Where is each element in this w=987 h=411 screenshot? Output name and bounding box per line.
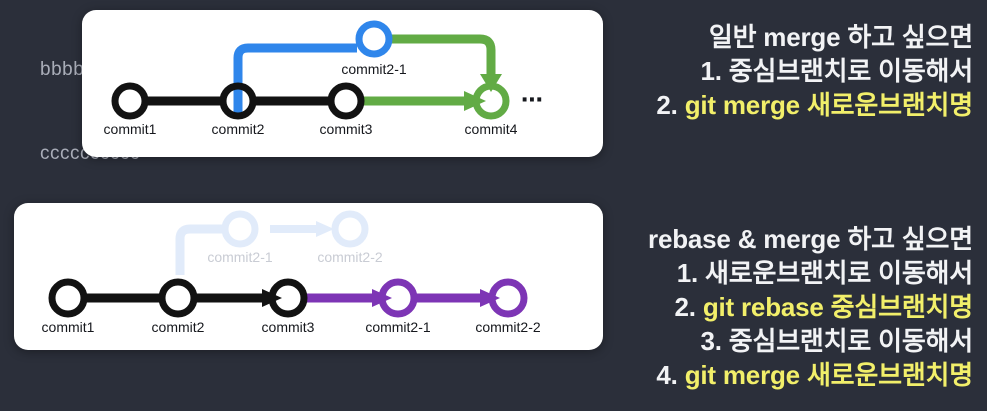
commit-node-commit3[interactable] — [327, 82, 365, 120]
commit-label-commit4: commit4 — [465, 121, 518, 137]
ghost-commit-node-commit2-1 — [221, 210, 259, 248]
commit-node-commit3[interactable] — [268, 278, 308, 318]
blue-branch-line — [233, 43, 357, 118]
rebase-instruction-step: 1. 새로운브랜치로 이동해서 — [648, 256, 973, 290]
commit-node-commit1[interactable] — [111, 82, 149, 120]
rebase-diagram-svg: commit2-1 commit2-2 commit1 commit2 comm… — [42, 210, 541, 335]
rebase-instructions-heading: rebase & merge 하고 싶으면 — [648, 224, 973, 254]
rebase-instruction-step: 2. git rebase 중심브랜치명 — [648, 290, 974, 324]
commit-node-commit4[interactable] — [472, 82, 510, 120]
merge-diagram-svg: commit2-1 commit1 commit2 commit3 commit… — [104, 20, 543, 137]
ghost-branch-arrowhead — [316, 221, 334, 237]
rebase-diagram-panel: commit2-1 commit2-2 commit1 commit2 comm… — [14, 203, 603, 350]
rebase-instruction-step: 3. 중심브랜치로 이동해서 — [648, 324, 973, 358]
step-command: git merge 새로운브랜치명 — [684, 360, 973, 390]
step-command: git merge 새로운브랜치명 — [684, 90, 973, 120]
commit-node-rebased-commit2-2[interactable] — [488, 278, 528, 318]
green-merge-line — [387, 34, 496, 74]
commit-label-commit2-1: commit2-1 — [341, 61, 407, 77]
commit-label-commit3: commit3 — [262, 319, 315, 335]
commit-label-commit2: commit2 — [152, 319, 205, 335]
ghost-commit-label-commit2-2: commit2-2 — [317, 249, 383, 265]
commit-label-commit2: commit2 — [212, 121, 265, 137]
step-number: 4. — [656, 360, 678, 390]
step-command: git rebase 중심브랜치명 — [702, 292, 973, 322]
step-number: 2. — [656, 90, 678, 120]
merge-instructions: 일반 merge 하고 싶으면 1. 중심브랜치로 이동해서 2. git me… — [656, 20, 973, 122]
commit-node-rebased-commit2-1[interactable] — [378, 278, 418, 318]
step-text: 새로운브랜치로 이동해서 — [698, 258, 973, 288]
step-text — [678, 360, 685, 390]
step-text: 중심브랜치로 이동해서 — [721, 326, 973, 356]
commit-label-rebased-commit2-1: commit2-1 — [365, 319, 431, 335]
step-number: 1. — [700, 56, 722, 86]
commit-node-commit2-1[interactable] — [355, 20, 393, 58]
ghost-commit-label-commit2-1: commit2-1 — [207, 249, 273, 265]
ellipsis-indicator: ⋯ — [521, 87, 543, 112]
step-text: 중심브랜치로 이동해서 — [721, 56, 973, 86]
step-text — [696, 292, 703, 322]
step-number: 2. — [674, 292, 696, 322]
step-number: 1. — [676, 258, 699, 288]
step-number: 3. — [700, 326, 722, 356]
commit-label-commit1: commit1 — [104, 121, 157, 137]
ghost-commit-node-commit2-2 — [331, 210, 369, 248]
rebase-instructions: rebase & merge 하고 싶으면 1. 새로운브랜치로 이동해서 2.… — [648, 222, 973, 392]
commit-node-commit2[interactable] — [219, 82, 257, 120]
merge-instruction-step: 1. 중심브랜치로 이동해서 — [656, 54, 973, 88]
rebase-instruction-step: 4. git merge 새로운브랜치명 — [648, 358, 973, 392]
commit-label-rebased-commit2-2: commit2-2 — [475, 319, 541, 335]
commit-label-commit1: commit1 — [42, 319, 95, 335]
ghost-branch-elbow — [175, 224, 224, 275]
step-text — [678, 90, 685, 120]
commit-label-commit3: commit3 — [320, 121, 373, 137]
merge-diagram-panel: commit2-1 commit1 commit2 commit3 commit… — [82, 10, 603, 157]
merge-instructions-heading: 일반 merge 하고 싶으면 — [708, 22, 973, 52]
commit-node-commit2[interactable] — [158, 278, 198, 318]
commit-node-commit1[interactable] — [48, 278, 88, 318]
merge-instruction-step: 2. git merge 새로운브랜치명 — [656, 88, 973, 122]
